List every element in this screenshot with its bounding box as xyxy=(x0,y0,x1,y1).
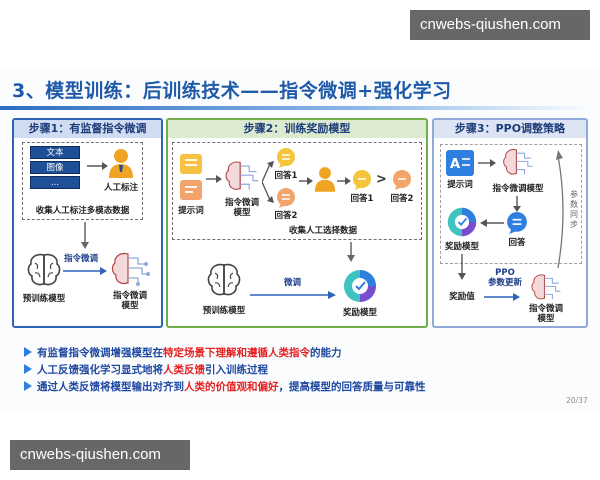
step2-panel xyxy=(166,118,428,328)
step2-header-bar xyxy=(168,120,426,138)
step2-finetune-arrow xyxy=(250,291,336,299)
step3-ppo-arrow xyxy=(484,293,520,301)
doc-item-image: 图像 xyxy=(30,161,80,174)
step3-model-down-arrow xyxy=(513,196,521,212)
step2-prompt-label: 提示词 xyxy=(178,206,204,216)
bullet-3-part-1: 通过人类反馈将模型输出对齐到 xyxy=(37,381,184,393)
step3-header: 步骤3：PPO调整策略 xyxy=(454,122,566,135)
bullet-triangle-icon xyxy=(24,364,32,374)
svg-text:A: A xyxy=(450,157,460,172)
annotator-label: 人工标注 xyxy=(103,183,138,193)
step3-final-brain-icon xyxy=(531,274,561,300)
step1-header-bar xyxy=(14,120,161,138)
bullet-triangle-icon xyxy=(24,381,32,391)
pretrained-brain-icon xyxy=(27,253,61,286)
ranked-answer2-icon xyxy=(393,170,411,190)
answer1-label: 回答1 xyxy=(274,171,298,181)
answer1-bubble-icon xyxy=(277,148,295,168)
reward-model-icon xyxy=(344,270,376,302)
step3-answer-label: 回答 xyxy=(508,238,526,248)
step2-prompt-icon-2 xyxy=(180,180,202,200)
step2-finetuned-brain-icon xyxy=(225,161,259,190)
step1-finetune-arrow xyxy=(63,267,107,275)
answer2-label: 回答2 xyxy=(274,211,298,221)
step2-collect-label: 收集人工选择数据 xyxy=(288,226,357,236)
step1-annotate-arrow xyxy=(87,162,108,170)
step2-prompt-icon xyxy=(180,154,202,174)
watermark-bottom: cnwebs-qiushen.com xyxy=(10,440,190,470)
step2-header: 步骤2：训练奖励模型 xyxy=(243,122,351,135)
annotator-person-icon xyxy=(109,149,133,178)
step3-answer-to-reward-arrow xyxy=(480,219,504,227)
step3-sync-label: 参 数 同 步 xyxy=(570,190,578,229)
bullet-item: 有监督指令微调增强模型在特定场景下理解和遵循人类指令的能力 xyxy=(24,346,584,360)
step1-pretrained-label: 预训练模型 xyxy=(22,294,66,304)
bullet-3-highlight: 人类的价值观和偏好 xyxy=(184,381,279,393)
step3-reward-model-label: 奖励模型 xyxy=(444,242,479,252)
step2-branch-arrows xyxy=(262,161,274,203)
step3-dashed-loop xyxy=(440,144,582,264)
ranked-answer1-label: 回答1 xyxy=(350,194,374,204)
finetuned-brain-icon xyxy=(111,252,150,286)
step3-final-model-label: 指令微调 模型 xyxy=(528,304,563,324)
bullet-1-part-3: 的能力 xyxy=(310,347,342,359)
bullet-triangle-icon xyxy=(24,347,32,357)
step3-prompt-label: 提示词 xyxy=(447,180,473,190)
page-number: 20/37 xyxy=(566,396,588,405)
step3-reward-model-icon xyxy=(447,207,477,237)
step3-header-bar xyxy=(434,120,586,138)
step3-sync-arrow xyxy=(556,150,564,269)
step1-header: 步骤1：有监督指令微调 xyxy=(28,122,147,135)
step2-pretrained-label: 预训练模型 xyxy=(202,306,246,316)
step3-reward-value-label: 奖励值 xyxy=(449,292,475,302)
slide-title: 3、模型训练：后训练技术——指令微调+强化学习 xyxy=(12,80,452,102)
bullet-3-part-3: ，提高模型的回答质量与可靠性 xyxy=(278,381,426,393)
step1-collect-label: 收集人工标注多模态数据 xyxy=(35,206,130,216)
step1-down-arrow xyxy=(81,222,89,249)
step2-down-arrow xyxy=(347,242,355,262)
step3-prompt-arrow xyxy=(478,159,496,167)
step1-doc-stack: 文本 图像 ... xyxy=(30,146,86,192)
doc-item-more: ... xyxy=(30,176,80,189)
step1-finetune-label: 指令微调 xyxy=(64,254,99,264)
bullet-2-part-3: 引入训练过程 xyxy=(205,364,268,376)
bullet-1-part-1: 有监督指令微调增强模型在 xyxy=(37,347,163,359)
step3-answer-icon xyxy=(507,212,527,234)
step2-model-label: 指令微调 模型 xyxy=(224,198,259,218)
bullet-2-highlight: 人类反馈 xyxy=(163,364,205,376)
doc-item-text: 文本 xyxy=(30,146,80,159)
bullet-list: 有监督指令微调增强模型在特定场景下理解和遵循人类指令的能力 人工反馈强化学习显式… xyxy=(24,346,584,394)
step2-annotator-icon xyxy=(314,167,336,192)
step3-reward-down-arrow xyxy=(458,254,466,280)
step3-ppo-label: PPO 参数更新 xyxy=(487,268,522,288)
step3-finetuned-brain-icon xyxy=(503,149,533,175)
answer2-bubble-icon xyxy=(277,188,295,208)
bullet-1-highlight: 特定场景下理解和遵循人类指令 xyxy=(163,347,310,359)
title-underline xyxy=(0,106,600,110)
bullet-item: 通过人类反馈将模型输出对齐到人类的价值观和偏好，提高模型的回答质量与可靠性 xyxy=(24,380,584,394)
ranked-answer1-icon xyxy=(353,170,371,190)
step2-to-annotator-arrow xyxy=(299,177,313,185)
step1-finetuned-label: 指令微调 模型 xyxy=(112,291,147,311)
step1-data-box xyxy=(22,142,143,220)
bullet-item: 人工反馈强化学习显式地将人类反馈引入训练过程 xyxy=(24,363,584,377)
step2-to-rank-arrow xyxy=(337,177,351,185)
watermark-top: cnwebs-qiushen.com xyxy=(410,10,590,40)
step3-model-label: 指令微调模型 xyxy=(492,184,544,194)
step2-finetune-label: 微调 xyxy=(284,278,302,288)
step2-prompt-arrow xyxy=(206,175,222,183)
rank-compare-symbol: > xyxy=(376,172,387,187)
step3-prompt-icon: A xyxy=(446,150,474,176)
bullet-2-part-1: 人工反馈强化学习显式地将 xyxy=(37,364,163,376)
ranked-answer2-label: 回答2 xyxy=(390,194,414,204)
step2-pretrained-brain-icon xyxy=(207,263,241,296)
step2-data-box xyxy=(172,142,422,240)
step2-reward-label: 奖励模型 xyxy=(342,308,377,318)
